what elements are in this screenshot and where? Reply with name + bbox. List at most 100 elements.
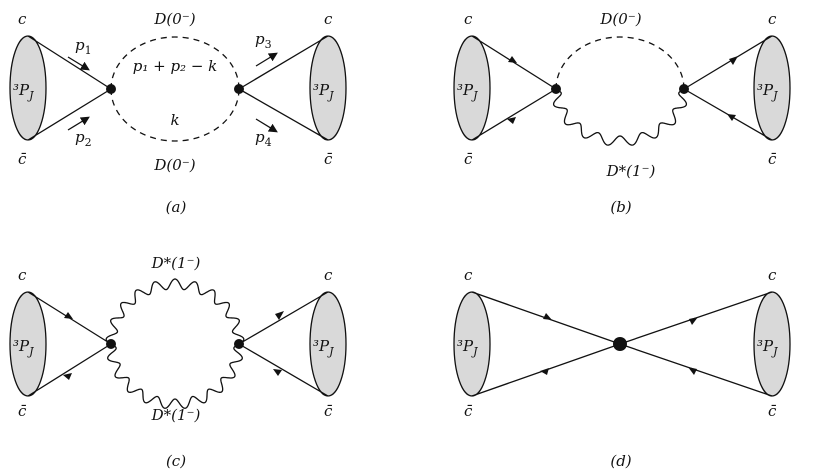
loop-top-dashed bbox=[555, 36, 685, 90]
p3-sub: 3 bbox=[265, 38, 272, 51]
blob-label-sub: J bbox=[27, 345, 34, 358]
blob-label-main: ³P bbox=[457, 81, 474, 99]
caption-c: (c) bbox=[166, 452, 186, 470]
momentum-arrow-p2 bbox=[67, 116, 90, 131]
p2-sub: 2 bbox=[85, 136, 92, 149]
quark-label-left: c bbox=[18, 10, 27, 28]
blob-label-left: ³PJ bbox=[457, 337, 478, 358]
fermion-arrow bbox=[540, 368, 549, 375]
p1-label: p1 bbox=[75, 36, 92, 57]
blob-label-main: ³P bbox=[457, 337, 474, 355]
right-antiquark-line bbox=[238, 343, 329, 397]
antiquark-label-right: c̄ bbox=[768, 402, 777, 420]
loop-top-wavy bbox=[105, 278, 245, 345]
blob-label-main: ³P bbox=[313, 337, 330, 355]
right-quark-line bbox=[238, 35, 329, 90]
blob-label-right: ³PJ bbox=[313, 337, 334, 358]
p1-main: p bbox=[75, 36, 85, 54]
p2-label: p2 bbox=[75, 128, 92, 149]
loop-bottom-momentum: k bbox=[170, 111, 179, 129]
blob-label-main: ³P bbox=[757, 337, 774, 355]
quark-label-right: c bbox=[768, 266, 777, 284]
fermion-arrow bbox=[508, 56, 517, 63]
left-antiquark-line bbox=[27, 88, 112, 141]
vertex-left bbox=[106, 84, 116, 94]
caption-b: (b) bbox=[610, 198, 631, 216]
vertex-right bbox=[234, 339, 244, 349]
antiquark-label-right: c̄ bbox=[324, 402, 333, 420]
bottom-meson-label: D(0⁻) bbox=[153, 156, 195, 174]
blob-label-sub: J bbox=[327, 345, 334, 358]
loop-bottom-wavy bbox=[552, 88, 688, 146]
blob-label-sub: J bbox=[471, 345, 478, 358]
blob-label-right: ³PJ bbox=[757, 337, 778, 358]
fermion-arrow bbox=[688, 367, 697, 375]
blob-label-sub: J bbox=[771, 345, 778, 358]
blob-label-right: ³PJ bbox=[313, 81, 334, 102]
left-antiquark-line bbox=[471, 88, 557, 141]
blob-label-left: ³PJ bbox=[13, 81, 34, 102]
fermion-arrow bbox=[543, 313, 552, 320]
quark-label-right: c bbox=[324, 266, 333, 284]
loop-bottom-wavy bbox=[107, 343, 243, 409]
antiquark-label-left: c̄ bbox=[18, 402, 27, 420]
quark-label-left: c bbox=[464, 10, 473, 28]
antiquark-label-left: c̄ bbox=[464, 402, 473, 420]
loop-top-momentum: p₁ + p₂ − k bbox=[133, 57, 218, 75]
vertex-left bbox=[551, 84, 561, 94]
p4-label: p4 bbox=[255, 128, 272, 149]
top-meson-label: D*(1⁻) bbox=[151, 254, 201, 272]
fermion-arrow bbox=[729, 56, 738, 65]
blob-label-main: ³P bbox=[313, 81, 330, 99]
fermion-arrow bbox=[275, 311, 284, 320]
vertex-right bbox=[679, 84, 689, 94]
p3-main: p bbox=[255, 30, 265, 48]
blob-label-sub: J bbox=[771, 89, 778, 102]
quark-label-left: c bbox=[464, 266, 473, 284]
fermion-arrow bbox=[273, 369, 282, 376]
antiquark-label-left: c̄ bbox=[464, 150, 473, 168]
blob-label-left: ³PJ bbox=[13, 337, 34, 358]
blob-label-sub: J bbox=[27, 89, 34, 102]
bottom-meson-label: D*(1⁻) bbox=[151, 406, 201, 424]
loop-top-dashed bbox=[110, 36, 240, 90]
caption-d: (d) bbox=[610, 452, 631, 470]
antiquark-label-right: c̄ bbox=[324, 150, 333, 168]
fermion-arrow bbox=[63, 373, 72, 380]
left-antiquark-line bbox=[27, 343, 112, 397]
momentum-arrow-p1 bbox=[67, 56, 90, 71]
fermion-arrow bbox=[507, 117, 516, 124]
fermion-arrow bbox=[64, 312, 73, 319]
momentum-arrow-p4 bbox=[255, 118, 278, 133]
blob-label-sub: J bbox=[327, 89, 334, 102]
blob-label-sub: J bbox=[471, 89, 478, 102]
p1-sub: 1 bbox=[85, 44, 92, 57]
blob-label-left: ³PJ bbox=[457, 81, 478, 102]
antiquark-label-left: c̄ bbox=[18, 150, 27, 168]
bottom-meson-label: D*(1⁻) bbox=[606, 162, 656, 180]
panel-d: c c̄ c c̄ ³PJ ³PJ (d) bbox=[453, 266, 791, 470]
panel-b: c c̄ c c̄ ³PJ ³PJ D(0⁻) D*(1⁻) (b) bbox=[453, 10, 791, 216]
p3-label: p3 bbox=[255, 30, 272, 51]
caption-a: (a) bbox=[166, 198, 187, 216]
quark-label-right: c bbox=[324, 10, 333, 28]
quark-label-left: c bbox=[18, 266, 27, 284]
vertex-right bbox=[234, 84, 244, 94]
p4-sub: 4 bbox=[265, 136, 272, 149]
right-quark-line bbox=[238, 291, 329, 345]
loop-bottom-dashed bbox=[110, 88, 240, 142]
top-meson-label: D(0⁻) bbox=[153, 10, 195, 28]
blob-label-right: ³PJ bbox=[757, 81, 778, 102]
panel-a: c c̄ c c̄ ³PJ ³PJ p1 p2 p3 p4 D(0⁻) D(0⁻… bbox=[9, 10, 347, 216]
top-meson-label: D(0⁻) bbox=[599, 10, 641, 28]
panel-c: c c̄ c c̄ ³PJ ³PJ D*(1⁻) D*(1⁻) (c) bbox=[9, 254, 347, 470]
vertex-center bbox=[613, 337, 627, 351]
quark-label-right: c bbox=[768, 10, 777, 28]
fermion-arrow bbox=[689, 317, 698, 325]
p4-main: p bbox=[255, 128, 265, 146]
momentum-arrow-p3 bbox=[255, 52, 278, 67]
blob-label-main: ³P bbox=[757, 81, 774, 99]
right-quark-line bbox=[683, 35, 773, 90]
left-quark-line bbox=[27, 35, 112, 90]
